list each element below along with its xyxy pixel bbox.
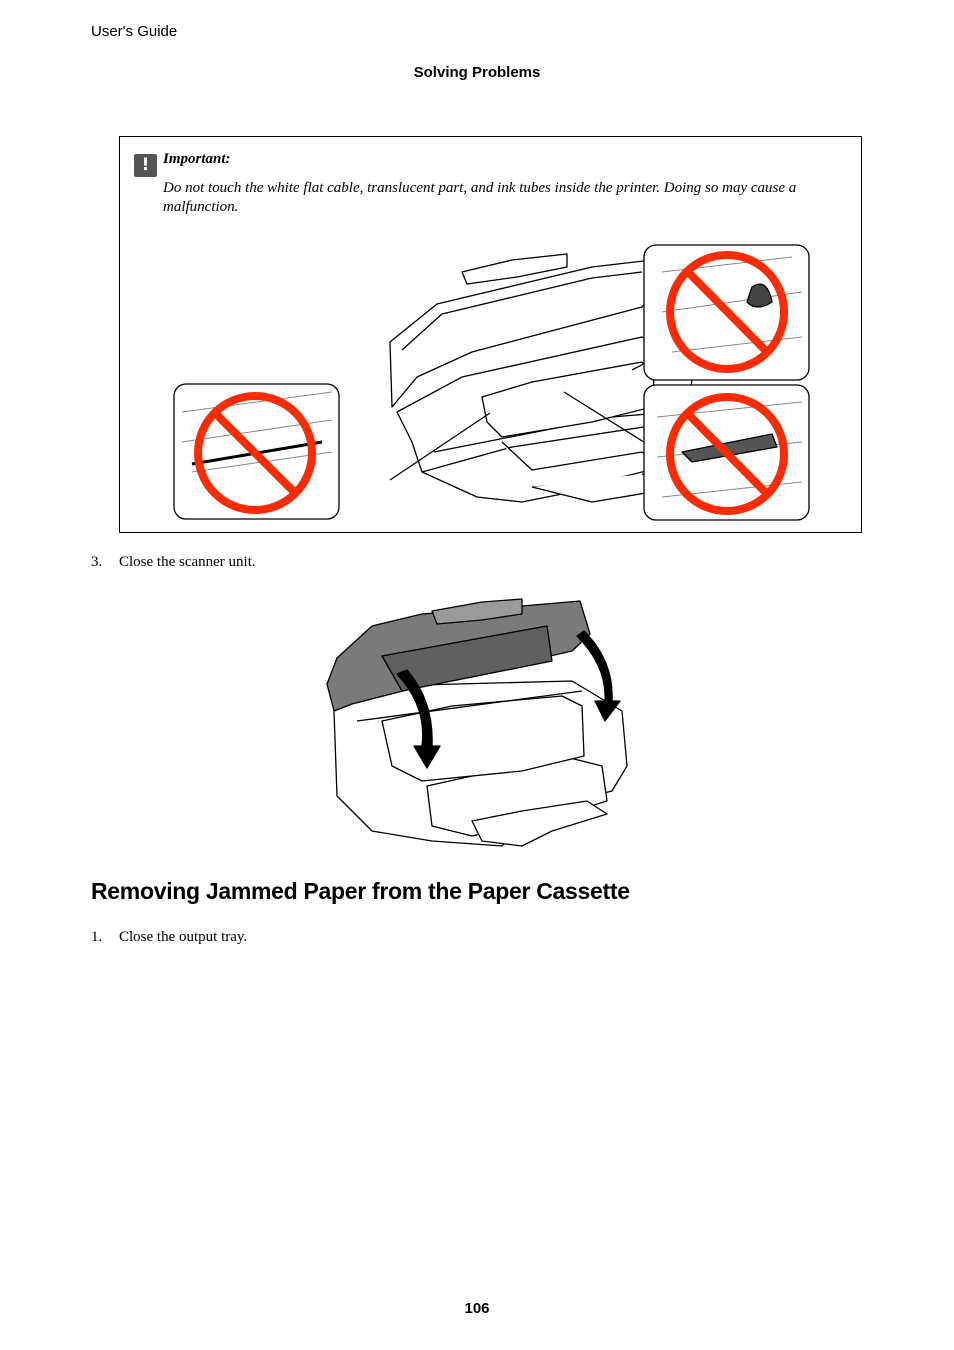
important-text: Do not touch the white flat cable, trans… [163,180,797,215]
exclamation-icon: ! [134,154,157,177]
page-number: 106 [464,1300,490,1317]
printer-warning-illustration [173,244,810,521]
important-notice: ! Important: Do not touch the white flat… [119,136,862,533]
step-text: Close the scanner unit. [119,554,256,570]
step-text: Close the output tray. [119,929,248,945]
step-number: 1. [91,929,103,945]
step-close-output-tray: 1. Close the output tray. [91,929,247,946]
close-scanner-illustration [326,598,628,847]
step-number: 3. [91,554,103,570]
guide-title: User's Guide [91,23,178,40]
important-label: Important: [163,151,231,167]
step-close-scanner: 3. Close the scanner unit. [91,554,256,571]
section-title: Solving Problems [413,64,541,81]
section-heading: Removing Jammed Paper from the Paper Cas… [91,878,630,904]
